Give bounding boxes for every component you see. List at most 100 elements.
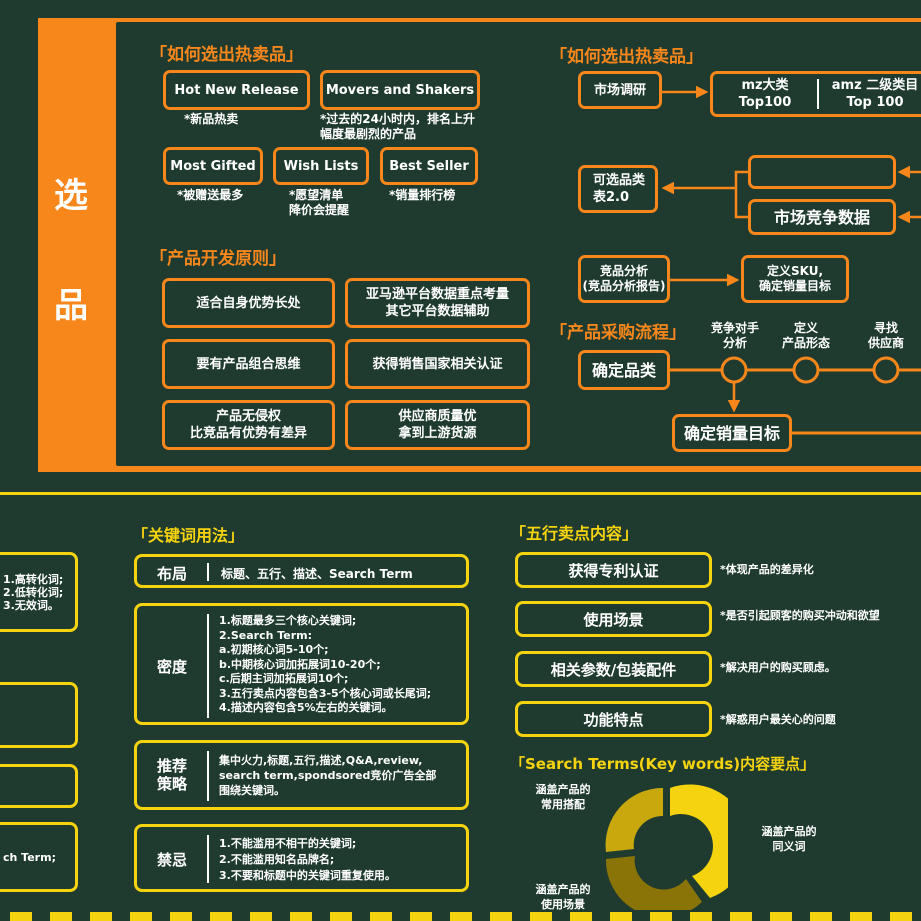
taboo-label: 禁忌 xyxy=(157,851,188,869)
dash-19 xyxy=(730,912,752,921)
density-box: 密度 1.标题最多三个核心关键词; 2.Search Term: a.初期核心词… xyxy=(134,603,469,725)
strategy-label-1: 推荐 xyxy=(157,757,188,775)
dash-9 xyxy=(330,912,352,921)
dev-item-4: 获得销售国家相关认证 xyxy=(345,339,530,389)
strategy-label-2: 策略 xyxy=(157,775,188,793)
strategy-label: 推荐 策略 xyxy=(157,757,187,793)
market-research-box: 市场调研 xyxy=(578,71,662,109)
empty-data-box xyxy=(748,155,896,189)
purchase-label-2-line2: 产品形态 xyxy=(781,336,830,350)
keywords-title: 「关键词用法」 xyxy=(132,526,245,545)
dev-item-1-text: 适合自身优势长处 xyxy=(196,295,301,311)
dash-22 xyxy=(850,912,872,921)
dev-item-1: 适合自身优势长处 xyxy=(162,278,335,328)
dash-10 xyxy=(370,912,392,921)
purchase-label-1-line2: 分析 xyxy=(722,336,747,350)
dash-13 xyxy=(490,912,512,921)
density-lines: 1.标题最多三个核心关键词; 2.Search Term: a.初期核心词5-1… xyxy=(219,614,431,716)
purchase-node-3 xyxy=(872,356,900,384)
density-line-3: a.初期核心词5-10个; xyxy=(219,643,329,656)
dash-17 xyxy=(650,912,672,921)
st-label-3: 涵盖产品的使用场景 xyxy=(532,882,594,912)
dev-item-2-line2: 其它平台数据辅助 xyxy=(385,304,490,319)
confirm-category-box: 确定品类 xyxy=(578,350,670,390)
hot-right-title: 「如何选出热卖品」 xyxy=(550,47,703,67)
dash-7 xyxy=(250,912,272,921)
taboo-line-1: 1.不能滥用不相干的关键词; xyxy=(219,837,357,850)
most-gifted-note: *被赠送最多 xyxy=(177,188,244,202)
purchase-label-1: 竞争对手分析 xyxy=(706,321,764,351)
best-seller-note: *销量排行榜 xyxy=(389,188,456,202)
st-label-2: 涵盖产品的同义词 xyxy=(756,824,822,854)
partial-line-3: 3.无效词。 xyxy=(3,599,59,612)
top100-box: mz大类 Top100 amz 二级类目 Top 100 xyxy=(710,71,921,117)
five-item-1-label: 获得专利认证 xyxy=(568,561,659,580)
partial-box-1-text: 1.高转化词; 2.低转化词; 3.无效词。 xyxy=(3,573,63,612)
five-item-3: 相关参数/包装配件 xyxy=(515,651,712,687)
sidebar-char-2: 品 xyxy=(54,286,88,326)
optional-line2: 表2.0 xyxy=(593,190,630,205)
wish-lists-note-2: 降价会提醒 xyxy=(289,203,350,217)
search-terms-title: 「Search Terms(Key words)内容要点」 xyxy=(510,755,816,773)
dev-item-4-text: 获得销售国家相关认证 xyxy=(372,356,503,372)
partial-box-2 xyxy=(0,682,78,748)
five-item-3-note: *解决用户的购买顾虑。 xyxy=(720,661,836,674)
purchase-label-1-line1: 竞争对手 xyxy=(710,321,759,335)
five-item-1-note: *体现产品的差异化 xyxy=(720,563,814,576)
dev-item-2: 亚马逊平台数据重点考量其它平台数据辅助 xyxy=(345,278,530,328)
bracket-line xyxy=(734,170,748,219)
hot-left-title: 「如何选出热卖品」 xyxy=(150,45,303,65)
dash-2 xyxy=(50,912,72,921)
five-item-4: 功能特点 xyxy=(515,701,712,737)
layout-label: 布局 xyxy=(157,565,188,583)
purchase-label-2-line1: 定义 xyxy=(793,321,818,335)
purchase-node-1 xyxy=(720,356,748,384)
amz-line2: Top 100 xyxy=(846,95,904,110)
optional-category-box: 可选品类 表2.0 xyxy=(578,165,658,213)
st-label-1: 涵盖产品的常用搭配 xyxy=(532,782,594,812)
dash-20 xyxy=(770,912,792,921)
density-line-5: c.后期主词加拓展词10个; xyxy=(219,672,349,685)
dev-item-6: 供应商质量优拿到上游货源 xyxy=(345,400,530,450)
analysis-box: 竞品分析 (竞品分析报告) xyxy=(578,255,670,303)
partial-box-3 xyxy=(0,764,78,808)
sidebar-char-1: 选 xyxy=(54,176,88,216)
partial-box-1: 1.高转化词; 2.低转化词; 3.无效词。 xyxy=(0,552,78,632)
dev-item-3-text: 要有产品组合思维 xyxy=(196,356,301,372)
taboo-lines: 1.不能滥用不相干的关键词; 2.不能滥用知名品牌名; 3.不要和标题中的关键词… xyxy=(219,836,396,884)
amz-col: amz 二级类目 Top 100 xyxy=(819,77,921,111)
dash-18 xyxy=(690,912,712,921)
st-label-2-line1: 涵盖产品的 xyxy=(761,825,817,838)
donut-segment-synonym xyxy=(670,784,728,898)
taboo-line-2: 2.不能滥用知名品牌名; xyxy=(219,853,335,866)
density-line-7: 4.描述内容包含5%左右的关键词。 xyxy=(219,701,393,714)
taboo-box: 禁忌 1.不能滥用不相干的关键词; 2.不能滥用知名品牌名; 3.不要和标题中的… xyxy=(134,824,469,892)
dash-12 xyxy=(450,912,472,921)
partial-box-4: ch Term; xyxy=(0,822,78,892)
dev-item-6-line1: 供应商质量优 xyxy=(398,409,477,424)
partial-bottom-text: ch Term; xyxy=(3,851,56,864)
dash-1 xyxy=(10,912,32,921)
five-item-2-label: 使用场景 xyxy=(583,610,644,629)
strategy-line-1: 集中火力,标题,五行,描述,Q&A,review, xyxy=(219,754,423,767)
analysis-line2: (竞品分析报告) xyxy=(582,279,666,293)
dev-title: 「产品开发原则」 xyxy=(150,249,286,269)
five-item-1: 获得专利认证 xyxy=(515,552,712,588)
strategy-divider xyxy=(207,751,209,801)
dev-item-2-line1: 亚马逊平台数据重点考量 xyxy=(365,287,509,302)
density-line-4: b.中期核心词加拓展词10-20个; xyxy=(219,657,381,671)
dash-23 xyxy=(890,912,912,921)
dev-item-5: 产品无侵权比竞品有优势有差异 xyxy=(162,400,335,450)
dev-item-3: 要有产品组合思维 xyxy=(162,339,335,389)
st-label-3-line2: 使用场景 xyxy=(541,898,585,911)
best-seller-box: Best Seller xyxy=(380,147,478,185)
density-label: 密度 xyxy=(157,658,188,676)
dev-item-5-line2: 比竞品有优势有差异 xyxy=(189,426,307,441)
dash-6 xyxy=(210,912,232,921)
five-item-2: 使用场景 xyxy=(515,601,712,637)
layout-divider xyxy=(207,563,209,581)
purchase-label-2: 定义产品形态 xyxy=(776,321,836,351)
dash-16 xyxy=(610,912,632,921)
strategy-line-3: 围绕关键词。 xyxy=(219,784,285,797)
five-item-2-note: *是否引起顾客的购买冲动和欲望 xyxy=(720,609,880,622)
